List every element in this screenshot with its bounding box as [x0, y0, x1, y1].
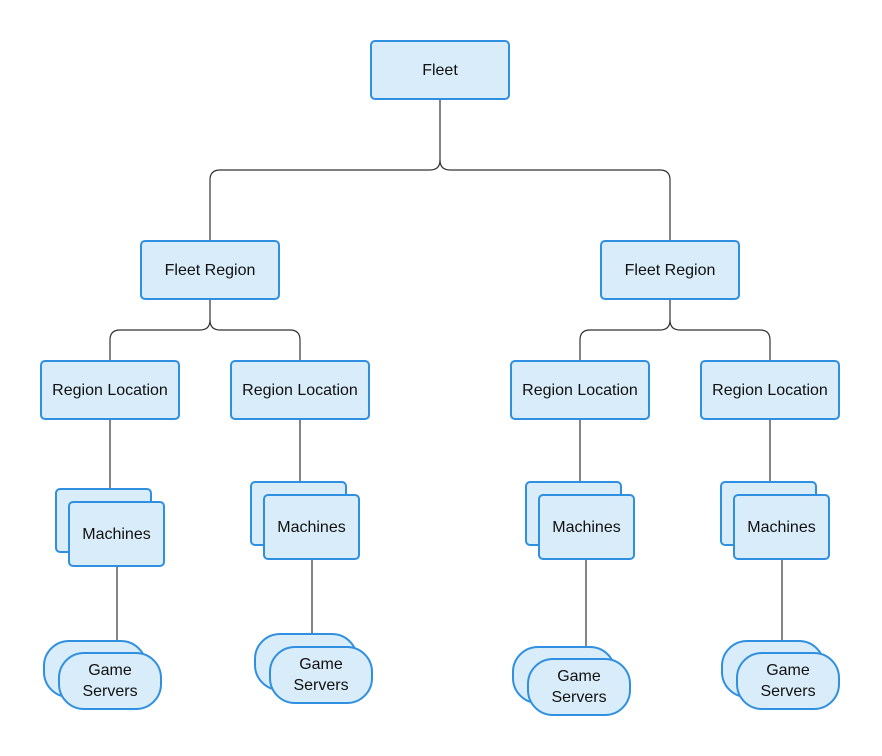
machines-label: Machines	[552, 518, 621, 536]
region-location-node: Region Location	[230, 360, 370, 420]
fleet-region-label: Fleet Region	[624, 261, 716, 279]
region-location-label: Region Location	[242, 381, 358, 399]
machines-label: Machines	[82, 525, 151, 543]
connector-region-1	[209, 319, 301, 360]
fleet-region-node: Fleet Region	[140, 240, 280, 300]
fleet-label: Fleet	[422, 61, 458, 79]
region-location-label: Region Location	[712, 381, 828, 399]
connector-root	[439, 159, 671, 240]
connector-region-1	[109, 300, 211, 360]
machines-node: Machines	[263, 494, 360, 560]
game-servers-label: Game Servers	[293, 656, 349, 694]
game-servers-node: Game Servers	[736, 652, 840, 710]
machines-node: Machines	[538, 494, 635, 560]
region-location-node: Region Location	[510, 360, 650, 420]
connector-region-2	[669, 319, 771, 360]
machines-label: Machines	[747, 518, 816, 536]
game-servers-label: Game Servers	[82, 662, 138, 700]
machines-node: Machines	[733, 494, 830, 560]
region-location-node: Region Location	[700, 360, 840, 420]
game-servers-node: Game Servers	[269, 646, 373, 704]
game-servers-node: Game Servers	[58, 652, 162, 710]
region-location-node: Region Location	[40, 360, 180, 420]
fleet-region-label: Fleet Region	[164, 261, 256, 279]
connector-region-2	[579, 300, 671, 360]
region-location-label: Region Location	[522, 381, 638, 399]
machines-label: Machines	[277, 518, 346, 536]
fleet-region-node: Fleet Region	[600, 240, 740, 300]
game-servers-label: Game Servers	[551, 668, 607, 706]
machines-node: Machines	[68, 501, 165, 567]
fleet-node: Fleet	[370, 40, 510, 100]
game-servers-node: Game Servers	[527, 658, 631, 716]
game-servers-label: Game Servers	[760, 662, 816, 700]
connector-root	[209, 100, 441, 240]
region-location-label: Region Location	[52, 381, 168, 399]
